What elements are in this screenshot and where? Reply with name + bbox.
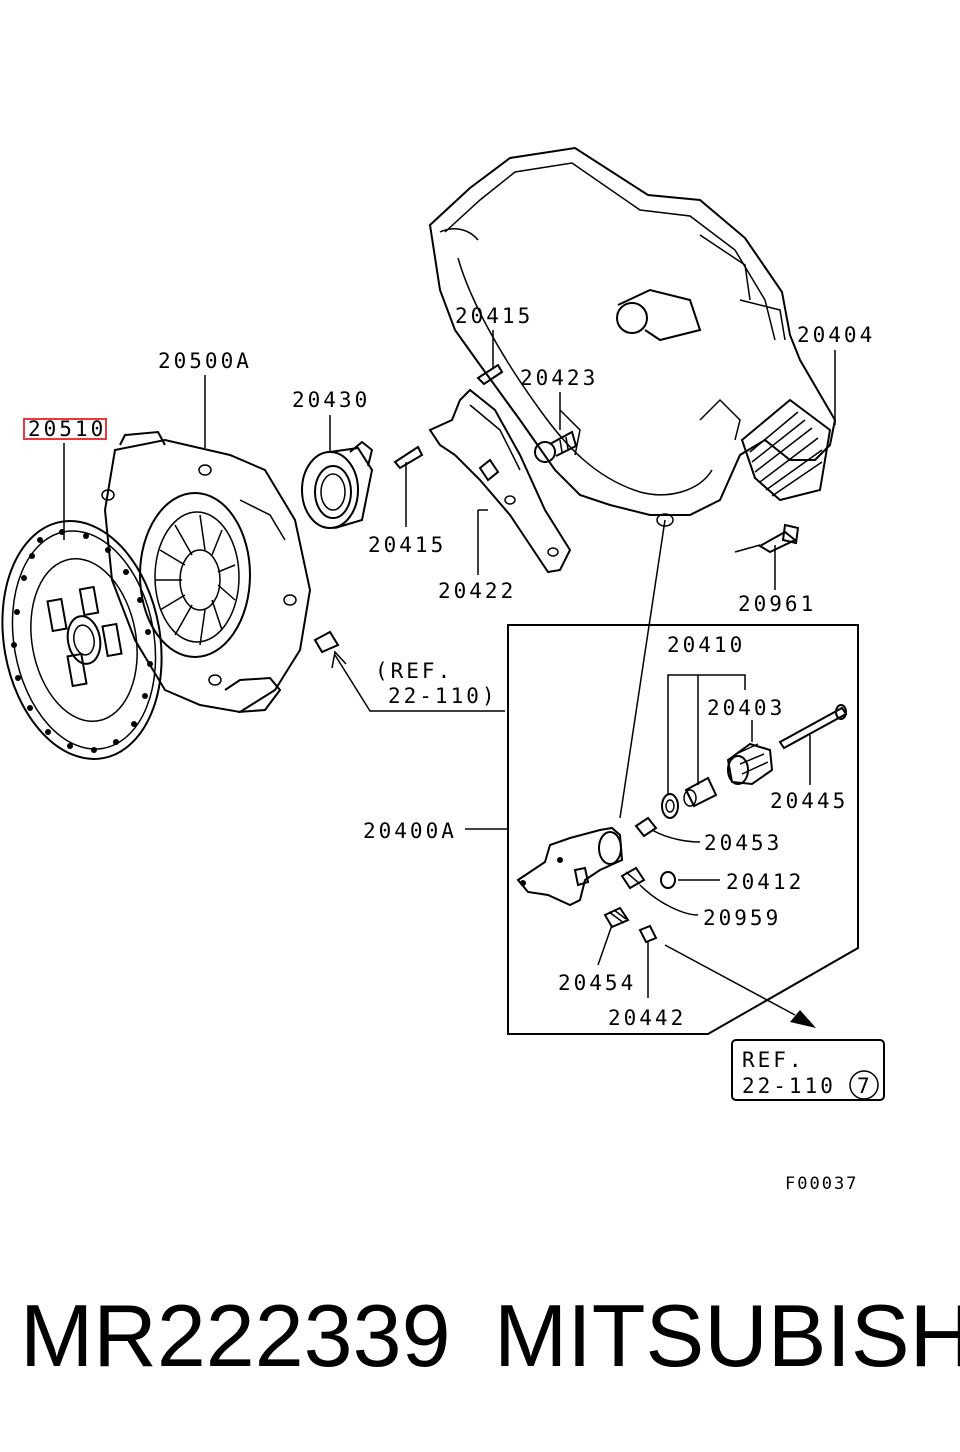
label-20423: 20423 [520,366,598,390]
label-20403: 20403 [707,696,785,720]
leader-lines [63,330,836,819]
clutch-disc-20510 [1,520,163,760]
highlight-box-20510 [23,418,107,440]
part-labels: 20510 20500A 20430 20415 20423 20404 204… [28,304,875,1194]
label-20445: 20445 [770,789,848,813]
pivot-ball-20423 [534,430,578,463]
ref-box-22-110-7 [731,1039,885,1101]
label-20510: 20510 [28,417,106,441]
brand-name: MITSUBISHI [494,1286,960,1385]
slave-cylinder-box [465,624,859,1035]
label-20500a: 20500A [158,349,252,373]
release-bearing-20430 [301,440,374,529]
label-ref-b-line1: REF. [742,1048,805,1072]
release-fork-boot-20404 [740,398,832,502]
label-20400a: 20400A [363,819,457,843]
label-ref-a-line2: 22-110) [388,684,498,708]
label-20412: 20412 [726,870,804,894]
label-20959: 20959 [703,906,781,930]
spring-clip-20415-top [476,363,504,386]
label-20454: 20454 [558,971,636,995]
label-20415-top: 20415 [455,304,533,328]
label-20453: 20453 [704,831,782,855]
label-ref-b-circle: 7 [857,1074,873,1098]
release-fork-20422 [428,388,572,574]
label-20442: 20442 [608,1006,686,1030]
footer: MR222339 MITSUBISHI [20,1286,960,1385]
transmission-housing [428,146,837,527]
clutch-cover-20500a [101,430,312,714]
label-20415-bottom: 20415 [368,533,446,557]
label-20422: 20422 [438,579,516,603]
bolt-20961 [734,523,800,554]
figure-code: F00037 [785,1174,858,1194]
stud [313,630,340,654]
label-ref-a-line1: (REF. [375,659,453,683]
label-20404: 20404 [797,323,875,347]
label-ref-b-line2: 22-110 [742,1074,836,1098]
label-20961: 20961 [738,592,816,616]
part-number: MR222339 [20,1286,451,1385]
label-20410: 20410 [667,633,745,657]
spring-clip-20415-bottom [393,445,424,470]
label-20430: 20430 [292,388,370,412]
disc-rivet-holes [11,529,153,753]
